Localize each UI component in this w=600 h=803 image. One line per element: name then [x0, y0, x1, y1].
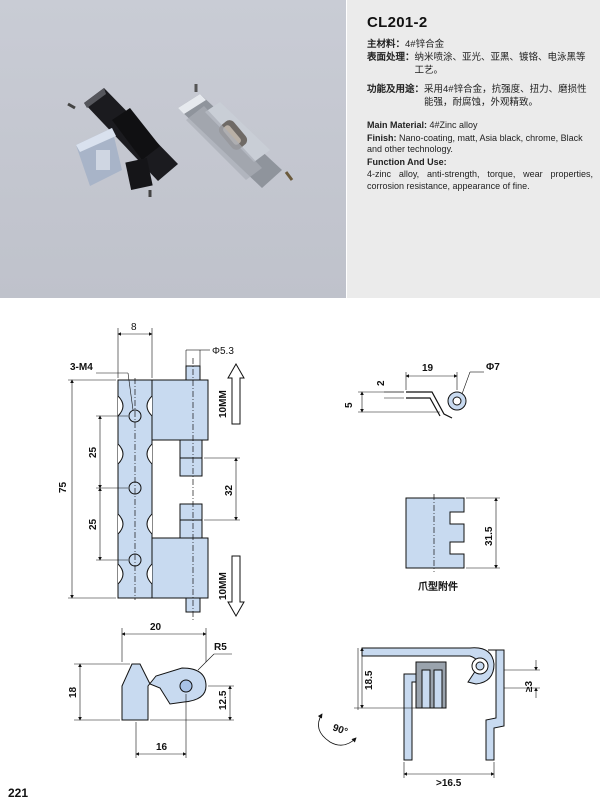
side-view [358, 371, 484, 419]
dim-side-dia: Φ7 [486, 362, 500, 373]
dim-pitch-upper: 25 [88, 446, 99, 458]
dim-bracket-offset: 12.5 [218, 690, 229, 710]
en-material-label: Main Material: [367, 120, 428, 130]
cn-function-row: 功能及用途： 采用4#锌合金，抗强度、扭力、磨损性能强，耐腐蚀，外观精致。 [367, 83, 595, 109]
dim-holes: 3-M4 [70, 362, 93, 373]
dim-gap: 32 [224, 484, 235, 496]
en-finish-value: Nano-coating, matt, Asia black, chrome, … [367, 132, 583, 155]
dim-assembly-width: >16.5 [436, 778, 462, 789]
dim-side-thickness: 2 [376, 380, 387, 386]
dim-bracket-base: 16 [156, 742, 168, 753]
spec-panel: CL201-2 主材料： 4#锌合金 表面处理： 纳米喷涂、亚光、亚黑、镀铬、电… [347, 0, 600, 298]
cn-material-value: 4#锌合金 [405, 39, 445, 50]
technical-drawing: 8 Φ5.3 3-M4 75 25 25 32 10MM 10MM 19 Φ7 [0, 298, 600, 798]
dim-travel-bottom: 10MM [218, 572, 229, 600]
product-photo [0, 0, 346, 298]
front-view [68, 328, 245, 620]
dim-assembly-height: 18.5 [364, 670, 375, 690]
dim-pin-dia: Φ5.3 [212, 346, 234, 357]
dim-side-width: 19 [422, 363, 434, 374]
english-specs: Main Material: 4#Zinc alloy Finish: Nano… [367, 120, 593, 193]
technical-drawing-svg: 8 Φ5.3 3-M4 75 25 25 32 10MM 10MM 19 Φ7 [58, 322, 540, 789]
chinese-specs: 主材料： 4#锌合金 表面处理： 纳米喷涂、亚光、亚黑、镀铬、电泳黑等工艺。 功… [367, 38, 595, 109]
bracket-view [74, 628, 234, 758]
black-hinge-image [67, 88, 178, 197]
dim-bracket-width: 20 [150, 622, 162, 633]
dim-assembly-clearance: ≥3 [524, 681, 535, 692]
cn-function-label: 功能及用途： [367, 84, 425, 95]
cn-function-value: 采用4#锌合金，抗强度、扭力、磨损性能强，耐腐蚀，外观精致。 [424, 84, 587, 108]
en-material-value: 4#Zinc alloy [429, 120, 478, 130]
dim-pitch-lower: 25 [88, 518, 99, 530]
en-function-header: Function And Use: [367, 157, 593, 169]
model-title: CL201-2 [367, 14, 428, 31]
dim-top-width: 8 [131, 322, 137, 333]
dim-claw-height: 31.5 [484, 526, 495, 546]
chrome-hinge-image [178, 84, 294, 188]
cn-material-row: 主材料： 4#锌合金 [367, 38, 595, 51]
dim-bracket-height: 18 [68, 686, 79, 698]
claw-caption: 爪型附件 [418, 580, 458, 593]
product-photo-illustration [67, 84, 294, 197]
dim-side-height: 5 [344, 402, 355, 408]
dim-bracket-radius: R5 [214, 642, 227, 653]
dim-travel-top: 10MM [218, 390, 229, 418]
claw-view [405, 494, 500, 572]
dim-total-height: 75 [58, 481, 69, 493]
cn-material-label: 主材料： [367, 39, 406, 50]
assembly-view [317, 647, 540, 778]
cn-finish-row: 表面处理： 纳米喷涂、亚光、亚黑、镀铬、电泳黑等工艺。 [367, 51, 595, 77]
en-finish-label: Finish: [367, 132, 397, 143]
en-material-row: Main Material: 4#Zinc alloy [367, 120, 593, 132]
en-function-value: 4-zinc alloy, anti-strength, torque, wea… [367, 169, 593, 191]
page-number: 221 [8, 786, 29, 800]
cn-finish-label: 表面处理： [367, 52, 415, 63]
en-finish-row: Finish: Nano-coating, matt, Asia black, … [367, 133, 593, 156]
en-function-label: Function And Use: [367, 156, 447, 167]
cn-finish-value: 纳米喷涂、亚光、亚黑、镀铬、电泳黑等工艺。 [414, 52, 586, 76]
dim-assembly-angle: 90° [331, 722, 349, 738]
